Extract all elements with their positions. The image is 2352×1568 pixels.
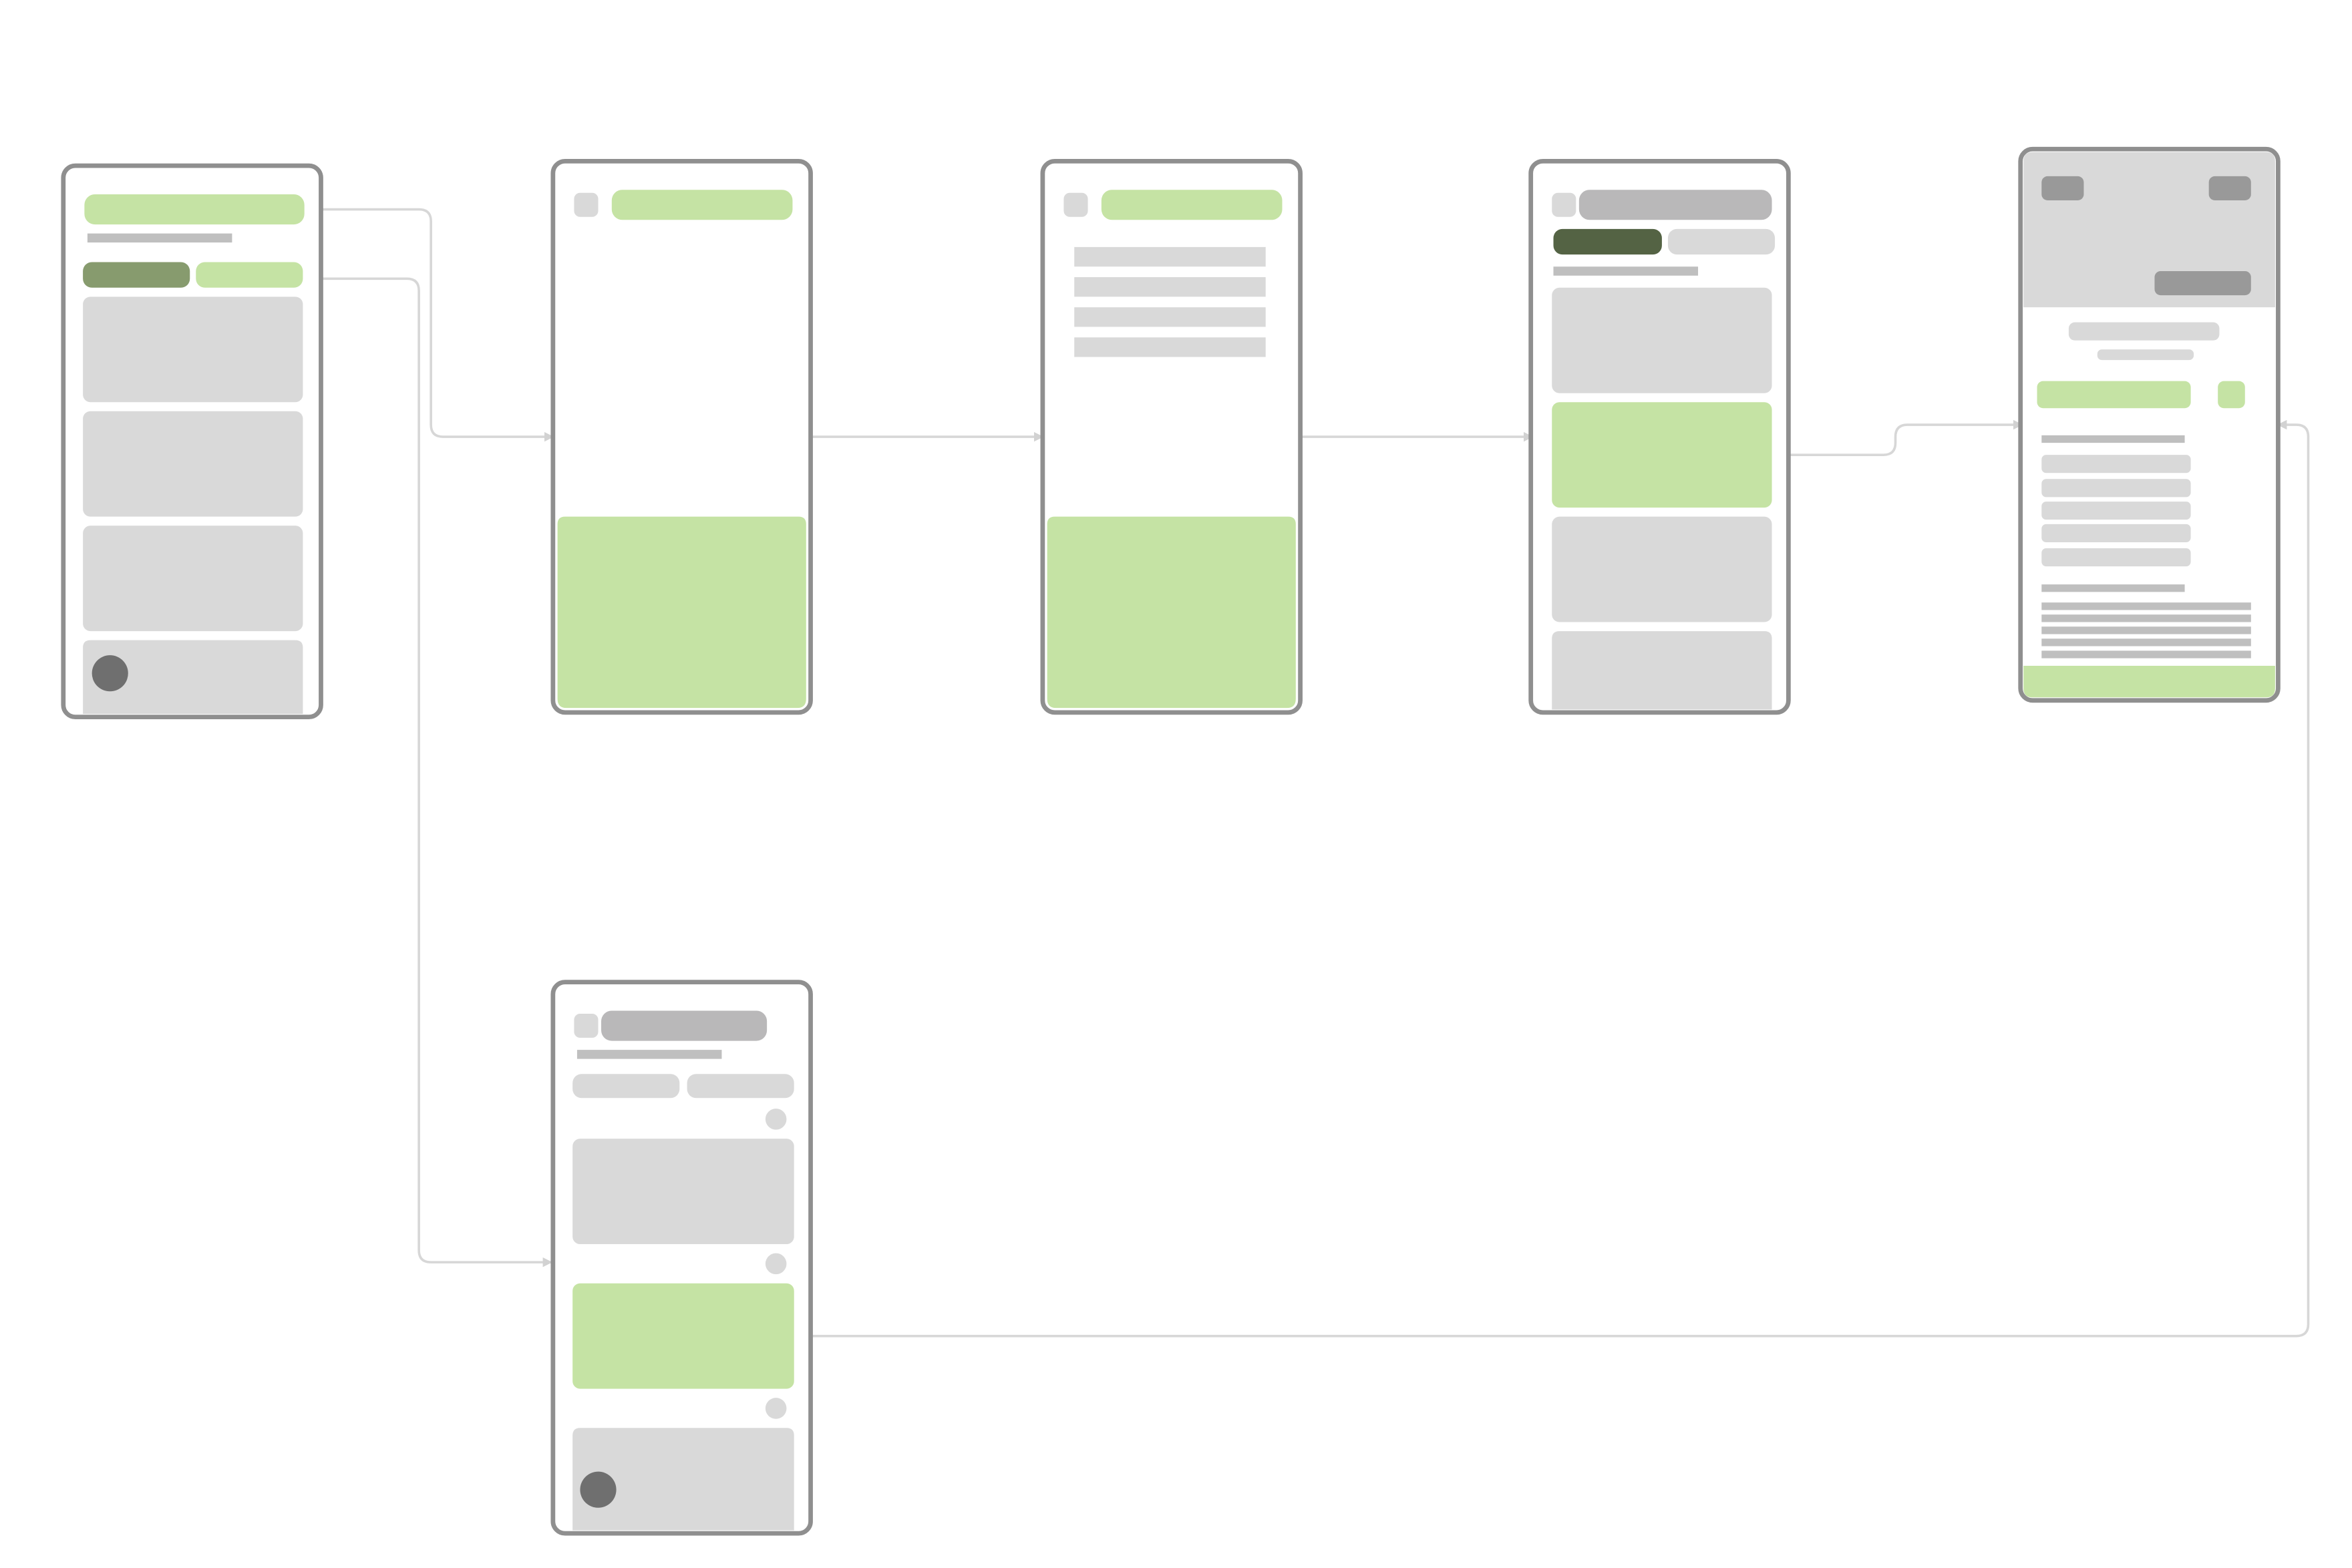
card-selected[interactable] xyxy=(1552,402,1772,508)
menu-icon[interactable] xyxy=(2208,176,2251,200)
status-dot xyxy=(765,1109,787,1130)
header-highlight-bar xyxy=(611,190,793,220)
tab-primary[interactable] xyxy=(83,262,190,288)
connector-home-to-step-1 xyxy=(304,208,554,442)
header-bar xyxy=(601,1010,768,1041)
card-partial[interactable] xyxy=(83,640,303,715)
connectors xyxy=(286,208,2310,1338)
list-item xyxy=(2041,548,2191,567)
connector-alt-list-to-detail xyxy=(792,419,2310,1338)
tab-secondary[interactable] xyxy=(687,1074,794,1099)
tab-primary[interactable] xyxy=(572,1074,680,1099)
back-icon[interactable] xyxy=(1552,192,1576,217)
subtitle-line xyxy=(1553,266,1699,276)
title-line xyxy=(2068,322,2220,341)
avatar xyxy=(92,655,128,692)
subtitle-line xyxy=(87,233,232,243)
primary-action-button[interactable] xyxy=(2037,381,2191,409)
card[interactable] xyxy=(83,411,303,517)
bottom-panel[interactable] xyxy=(557,516,806,709)
screen-home xyxy=(61,163,323,720)
screen-results xyxy=(1528,158,1791,715)
subtitle-line xyxy=(2097,349,2194,361)
list-item xyxy=(2041,455,2191,473)
favorite-button[interactable] xyxy=(2218,381,2245,409)
body-text-line xyxy=(2041,614,2251,622)
tab-primary[interactable] xyxy=(1553,228,1662,255)
back-icon[interactable] xyxy=(2041,176,2084,200)
status-dot xyxy=(765,1398,787,1419)
tab-secondary[interactable] xyxy=(196,262,303,288)
screen-step-1 xyxy=(550,158,813,715)
screen-step-2 xyxy=(1040,158,1303,715)
card[interactable] xyxy=(83,297,303,403)
connector-results-to-detail xyxy=(1772,419,2023,456)
body-text-line xyxy=(2041,650,2251,658)
status-dot xyxy=(765,1253,787,1275)
body-text-line xyxy=(2041,602,2251,610)
card-partial[interactable] xyxy=(572,1428,794,1531)
bottom-action-bar[interactable] xyxy=(2023,665,2275,698)
list-item xyxy=(2041,524,2191,542)
section-heading xyxy=(2041,584,2185,592)
card[interactable] xyxy=(572,1139,794,1245)
back-icon[interactable] xyxy=(574,192,599,217)
card[interactable] xyxy=(1552,287,1772,393)
tab-secondary[interactable] xyxy=(1667,228,1776,255)
screen-alt-list xyxy=(550,980,813,1536)
avatar xyxy=(580,1471,617,1508)
body-text-line xyxy=(2041,626,2251,634)
header-highlight-bar xyxy=(84,194,305,225)
hero-badge xyxy=(2154,270,2251,296)
list-item xyxy=(2041,502,2191,520)
card[interactable] xyxy=(1552,516,1772,622)
text-line xyxy=(1074,277,1266,297)
text-line xyxy=(1074,337,1266,357)
card-partial[interactable] xyxy=(1552,631,1772,710)
screen-detail xyxy=(2018,146,2281,703)
text-line xyxy=(1074,307,1266,327)
list-item xyxy=(2041,479,2191,498)
text-line xyxy=(1074,246,1266,267)
connector-home-to-alt-list xyxy=(286,277,553,1267)
subtitle-line xyxy=(576,1050,722,1059)
header-bar xyxy=(1578,190,1772,220)
bottom-panel[interactable] xyxy=(1047,516,1296,709)
card-selected[interactable] xyxy=(572,1283,794,1389)
body-text-line xyxy=(2041,638,2251,646)
section-heading xyxy=(2041,435,2185,443)
back-icon[interactable] xyxy=(574,1013,599,1038)
header-highlight-bar xyxy=(1101,190,1283,220)
back-icon[interactable] xyxy=(1063,192,1088,217)
card[interactable] xyxy=(83,526,303,632)
